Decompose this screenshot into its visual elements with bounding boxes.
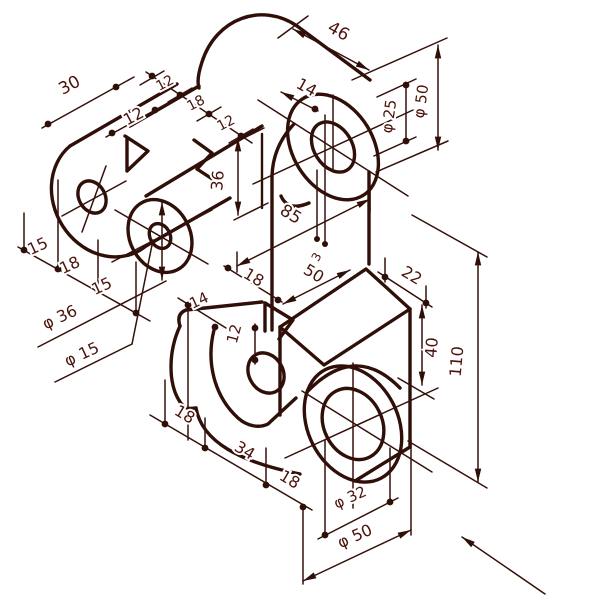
bottom-fork-outer [169,324,198,411]
ext [351,37,448,81]
dimension-label: 12 [120,103,147,129]
dim-line-85 [236,198,371,267]
bottom-fork-notch [263,301,295,341]
fork-inner-edge [144,124,264,198]
top-cylinder-hole [309,120,357,174]
dim-line-d36 [37,280,167,348]
dimension-lines [17,15,546,595]
dimension-label: 18 [240,264,267,291]
dim-line-15-18-15 [17,246,151,322]
dimension-label: 12 [223,322,245,345]
ext [397,377,435,400]
dimension-label: 15 [24,233,50,259]
base-top-face [278,267,412,367]
ext [373,136,417,157]
fork-notch [123,134,150,173]
dim-line-46 [292,28,370,71]
fork-top-edge [68,82,179,148]
dimension-label: 46 [324,18,353,46]
dimension-label: 50 [300,260,327,287]
dim-line-18-34-18 [149,414,313,511]
dimension-label: 18 [56,252,82,278]
dimension-label: 40 [421,337,442,359]
bottom-fork-top [177,300,264,328]
arm-top-edge [128,84,201,128]
dimension-dots [20,72,430,539]
dim-line-18m [223,265,283,303]
dim-line-12-18-12 [145,71,253,144]
dimension-label: φ 25 [378,98,401,134]
eye-hole [76,179,108,215]
bottom-cylinder-back-rim [305,364,402,394]
top-cylinder-face [285,92,381,202]
centerline [284,387,439,459]
ext [233,202,269,221]
base-front-bottom [194,406,302,476]
view-direction-arrow [461,536,546,595]
dimension-label: φ 15 [61,338,102,370]
centerline [81,165,107,233]
dimension-label: 110 [446,345,468,377]
boss-hole [147,221,173,251]
ext [277,15,309,39]
dimension-label: 30 [55,72,83,100]
dimension-label: 36 [207,170,228,192]
ext [376,78,417,98]
dimension-label: φ 50 [410,83,433,119]
dim-line-d15 [54,343,133,383]
dimension-label: φ 32 [331,482,369,512]
dimension-label: 34 [231,437,258,464]
leader-d15 [131,239,154,345]
dim-line-50 [282,269,351,305]
ext [411,214,488,258]
part-outline [49,13,412,484]
bottom-fork-slot [209,328,298,428]
ext [231,127,265,145]
top-cylinder-back-arc [196,13,299,90]
dimension-label: 15 [88,273,114,299]
bottom-cylinder-hole [320,386,386,462]
bottom-fork-slot-end [246,351,286,395]
dim-line-d50b [302,529,412,582]
dimension-label: 14 [293,74,320,100]
dimension-label: 22 [398,262,425,289]
ext [407,440,488,489]
ext [375,140,449,173]
dimension-label: φ 50 [334,520,375,552]
dimension-label: 18 [171,401,198,428]
